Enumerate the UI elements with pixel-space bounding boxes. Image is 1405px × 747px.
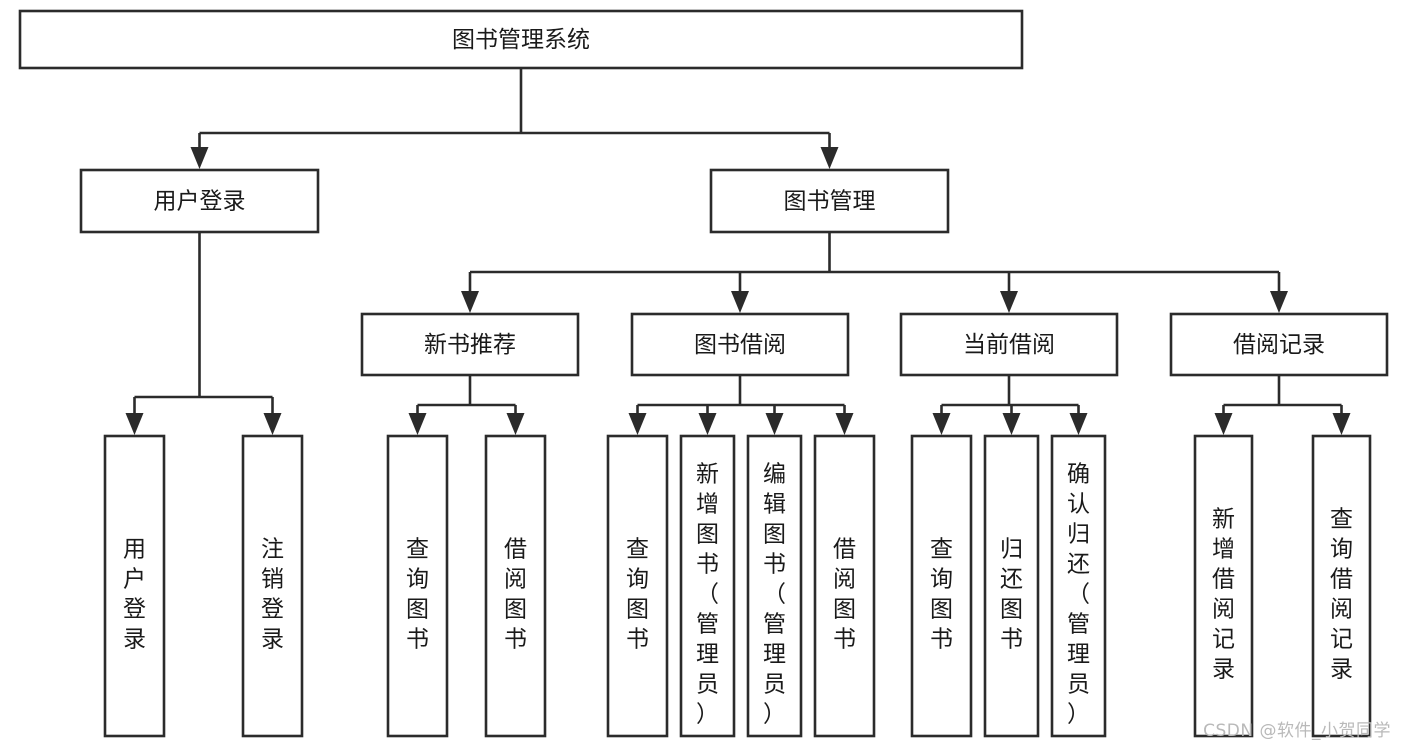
node-label-user-login: 用户登录 (154, 189, 246, 215)
node-leaf-rec-borrow-book[interactable]: 借阅图书 (484, 434, 547, 738)
arrow-head-icon (461, 291, 479, 313)
arrow-head-icon (1000, 291, 1018, 313)
connector-root (190, 68, 839, 169)
node-leaf-rec-add-record[interactable]: 新增借阅记录 (1193, 434, 1254, 738)
node-label-root: 图书管理系统 (452, 27, 590, 53)
connector-current-borrow (932, 375, 1088, 435)
node-leaf-user-login[interactable]: 用户登录 (103, 434, 166, 738)
node-label-book-manage: 图书管理 (784, 189, 876, 215)
node-box-leaf-cur-confirm-return (1050, 434, 1107, 738)
node-current-borrow[interactable]: 当前借阅 (899, 312, 1119, 377)
node-label-book-borrow: 图书借阅 (694, 332, 786, 358)
node-label-leaf-borrow-edit-book: 编辑图书（管理员） (763, 461, 786, 727)
node-label-leaf-rec-borrow-book: 借阅图书 (504, 536, 527, 652)
node-box-new-book-rec (360, 312, 580, 377)
arrow-head-icon (263, 413, 282, 435)
node-user-login[interactable]: 用户登录 (79, 168, 320, 234)
node-box-book-borrow (630, 312, 850, 377)
arrow-head-icon (820, 147, 839, 169)
node-book-manage[interactable]: 图书管理 (709, 168, 950, 234)
node-box-leaf-rec-query-book (386, 434, 449, 738)
node-borrow-record[interactable]: 借阅记录 (1169, 312, 1389, 377)
arrow-head-icon (1270, 291, 1288, 313)
connector-book-manage (461, 232, 1288, 313)
node-box-leaf-user-logout (241, 434, 304, 738)
arrow-head-icon (765, 413, 784, 435)
node-box-leaf-borrow-query-book (606, 434, 669, 738)
node-book-borrow[interactable]: 图书借阅 (630, 312, 850, 377)
connector-borrow-record (1214, 375, 1351, 435)
node-label-leaf-borrow-borrow-book: 借阅图书 (833, 536, 856, 652)
node-leaf-cur-return-book[interactable]: 归还图书 (983, 434, 1040, 738)
arrow-head-icon (932, 413, 951, 435)
node-leaf-borrow-borrow-book[interactable]: 借阅图书 (813, 434, 876, 738)
arrow-head-icon (698, 413, 717, 435)
node-label-leaf-borrow-add-book: 新增图书（管理员） (696, 461, 719, 727)
node-box-leaf-cur-return-book (983, 434, 1040, 738)
node-label-leaf-rec-query-book: 查询图书 (406, 536, 429, 652)
connector-new-book-rec (408, 375, 525, 435)
node-leaf-cur-query-book[interactable]: 查询图书 (910, 434, 973, 738)
node-box-leaf-rec-borrow-book (484, 434, 547, 738)
connector-layer (125, 68, 1351, 435)
node-box-leaf-borrow-edit-book (746, 434, 803, 738)
node-box-leaf-user-login (103, 434, 166, 738)
arrow-head-icon (408, 413, 427, 435)
node-label-leaf-user-logout: 注销登录 (261, 536, 284, 652)
node-leaf-rec-query-record[interactable]: 查询借阅记录 (1311, 434, 1372, 738)
connector-book-borrow (628, 375, 854, 435)
node-leaf-user-logout[interactable]: 注销登录 (241, 434, 304, 738)
node-label-borrow-record: 借阅记录 (1233, 332, 1325, 358)
node-box-borrow-record (1169, 312, 1389, 377)
node-box-leaf-rec-query-record (1311, 434, 1372, 738)
connector-user-login (125, 232, 282, 435)
node-label-leaf-borrow-query-book: 查询图书 (626, 536, 649, 652)
node-leaf-borrow-add-book[interactable]: 新增图书（管理员） (679, 434, 736, 738)
node-leaf-cur-confirm-return[interactable]: 确认归还（管理员） (1050, 434, 1107, 738)
node-label-leaf-user-login: 用户登录 (123, 536, 146, 652)
arrow-head-icon (1214, 413, 1233, 435)
node-box-leaf-borrow-borrow-book (813, 434, 876, 738)
node-root[interactable]: 图书管理系统 (18, 9, 1024, 70)
node-label-leaf-cur-query-book: 查询图书 (930, 536, 953, 652)
node-label-leaf-cur-confirm-return: 确认归还（管理员） (1067, 461, 1090, 727)
node-label-leaf-cur-return-book: 归还图书 (1000, 536, 1023, 652)
arrow-head-icon (731, 291, 749, 313)
node-new-book-rec[interactable]: 新书推荐 (360, 312, 580, 377)
arrow-head-icon (190, 147, 209, 169)
node-label-new-book-rec: 新书推荐 (424, 332, 516, 358)
arrow-head-icon (1332, 413, 1351, 435)
node-box-user-login (79, 168, 320, 234)
node-box-leaf-borrow-add-book (679, 434, 736, 738)
node-label-leaf-rec-query-record: 查询借阅记录 (1330, 506, 1353, 682)
node-label-current-borrow: 当前借阅 (963, 332, 1055, 358)
node-layer: 图书管理系统用户登录图书管理新书推荐图书借阅当前借阅借阅记录用户登录注销登录查询… (18, 9, 1389, 738)
arrow-head-icon (506, 413, 525, 435)
arrow-head-icon (125, 413, 144, 435)
arrow-head-icon (1069, 413, 1088, 435)
node-box-leaf-rec-add-record (1193, 434, 1254, 738)
arrow-head-icon (835, 413, 854, 435)
node-box-root (18, 9, 1024, 70)
node-leaf-borrow-query-book[interactable]: 查询图书 (606, 434, 669, 738)
arrow-head-icon (1002, 413, 1021, 435)
node-leaf-rec-query-book[interactable]: 查询图书 (386, 434, 449, 738)
node-box-current-borrow (899, 312, 1119, 377)
node-label-leaf-rec-add-record: 新增借阅记录 (1212, 506, 1235, 682)
node-leaf-borrow-edit-book[interactable]: 编辑图书（管理员） (746, 434, 803, 738)
node-box-book-manage (709, 168, 950, 234)
arrow-head-icon (628, 413, 647, 435)
node-box-leaf-cur-query-book (910, 434, 973, 738)
